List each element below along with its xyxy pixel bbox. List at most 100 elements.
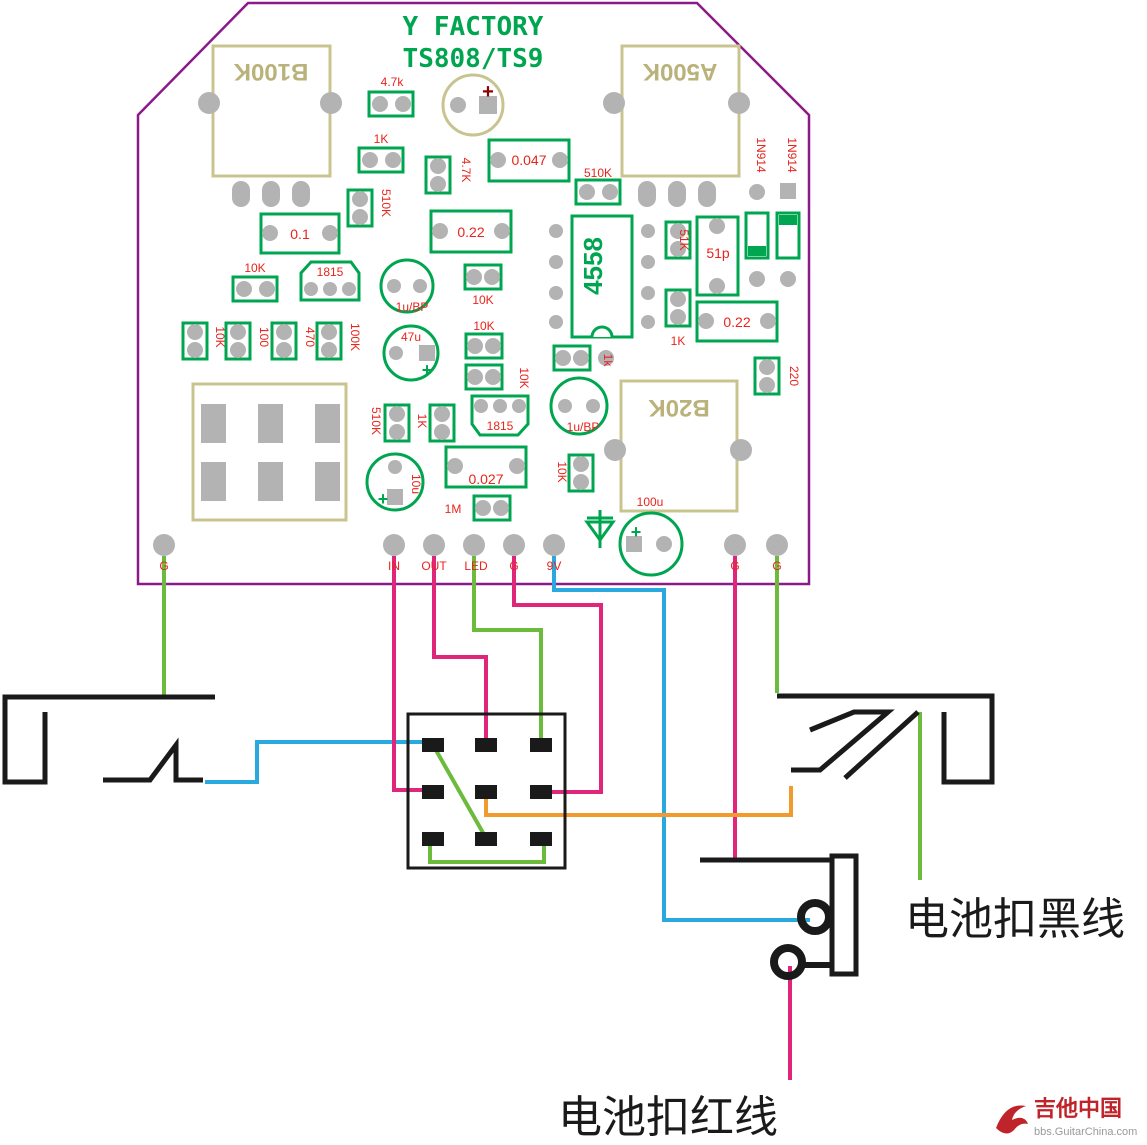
brand-line-2: TS808/TS9 xyxy=(403,44,544,74)
cap-top-electrolytic: + xyxy=(441,73,505,137)
cap-0027-label: 0.027 xyxy=(468,471,503,487)
watermark-brand: 吉他中国 xyxy=(1034,1096,1122,1121)
resistor-10k-a: 10K xyxy=(231,261,279,303)
resistor-510k-c: 510K xyxy=(369,403,411,443)
cap-top-plus: + xyxy=(482,81,494,103)
resistor-510k-a: 510K xyxy=(574,166,622,206)
resistor-51k-label: 51K xyxy=(677,229,691,250)
dc-jack xyxy=(700,853,859,980)
diode-1n914-b: 1N914 xyxy=(775,137,801,287)
transistor-1815-a: 1815 xyxy=(299,260,361,302)
resistor-1k-c: 1k xyxy=(552,344,615,372)
resistor-100k-label: 100K xyxy=(348,323,362,351)
cap-022-b-label: 0.22 xyxy=(723,314,750,330)
cap-51p: 51p xyxy=(695,215,740,297)
resistor-4k7-b-label: 4.7K xyxy=(459,158,473,183)
resistor-1k-c-label: 1k xyxy=(601,354,615,368)
pcb-outline xyxy=(136,1,811,586)
resistor-1k-d-label: 1K xyxy=(415,414,429,429)
wire-pink-g-mid xyxy=(512,556,603,794)
resistor-510k-b: 510K xyxy=(346,188,393,228)
resistor-10k-c-label: 10K xyxy=(213,326,227,347)
resistor-1k-b-label: 1K xyxy=(671,334,686,348)
cap-47u-label: 47u xyxy=(401,330,421,344)
diode-1n914-b-label: 1N914 xyxy=(785,137,799,173)
resistor-100k: 100K xyxy=(315,321,362,361)
wire-pink-in xyxy=(392,556,433,792)
resistor-1k-d: 1K xyxy=(415,403,456,443)
pad-label-g-r2: G xyxy=(772,559,781,573)
resistor-10k-b-label: 10K xyxy=(472,293,493,307)
output-jack xyxy=(777,693,995,785)
cap-0047-label: 0.047 xyxy=(511,152,546,168)
cap-10u-label: 10u xyxy=(409,474,423,494)
resistor-510k-c-label: 510K xyxy=(369,407,383,435)
pot-b20k: B20K xyxy=(604,379,752,513)
cap-1ubp-b: 1u/BP xyxy=(549,376,609,436)
resistor-1m: 1M xyxy=(445,494,512,522)
diode-1n914-a: 1N914 xyxy=(744,137,770,287)
cap-100u-label: 100u xyxy=(637,495,664,509)
diode-protection-symbol xyxy=(584,510,616,548)
resistor-470-label: 470 xyxy=(303,327,317,347)
cap-10u-plus: + xyxy=(378,489,389,509)
pot-b20k-label: B20K xyxy=(648,394,710,421)
wire-pink-out xyxy=(432,556,488,745)
resistor-100: 100 xyxy=(224,321,271,361)
ic-4558-label: 4558 xyxy=(578,237,608,295)
wire-blue-9v xyxy=(552,556,810,922)
pad-label-g-r1: G xyxy=(730,559,739,573)
resistor-10k-e-label: 10K xyxy=(517,367,531,388)
cap-022-a-label: 0.22 xyxy=(457,224,484,240)
transistor-1815-a-label: 1815 xyxy=(317,265,344,279)
resistor-10k-c: 10K xyxy=(181,321,227,361)
cap-01-label: 0.1 xyxy=(290,226,310,242)
wire-green-bottom xyxy=(428,840,546,864)
cap-47u: 47u + xyxy=(382,324,440,382)
io-pads xyxy=(153,534,788,556)
pad-label-led: LED xyxy=(464,559,488,573)
watermark-url: bbs.GuitarChina.com xyxy=(1034,1126,1137,1138)
resistor-1k-b: 1K xyxy=(664,288,692,348)
cap-022-b: 0.22 xyxy=(695,300,779,343)
pad-label-g-mid: G xyxy=(509,559,518,573)
resistor-510k-a-label: 510K xyxy=(584,166,612,180)
cap-100u: 100u + xyxy=(618,495,684,577)
switch-footprint xyxy=(191,382,348,522)
resistor-10k-d: 10K xyxy=(464,319,504,360)
pot-pins xyxy=(232,181,716,207)
transistor-1815-b: 1815 xyxy=(470,394,530,437)
cap-022-a: 0.22 xyxy=(429,209,513,254)
pot-b100k-label: B100K xyxy=(233,58,308,85)
resistor-10k-d-label: 10K xyxy=(473,319,494,333)
resistor-10k-e: 10K xyxy=(464,363,531,391)
input-jack xyxy=(2,694,215,785)
resistor-4k7-b: 4.7K xyxy=(424,155,473,195)
wire-blue-jack xyxy=(205,740,430,784)
cap-0047: 0.047 xyxy=(487,138,571,183)
cap-10u: 10u + xyxy=(365,452,425,512)
resistor-510k-b-label: 510K xyxy=(379,189,393,217)
resistor-10k-b: 10K xyxy=(463,263,503,307)
pot-b100k: B100K xyxy=(198,44,342,178)
resistor-220: 220 xyxy=(753,356,801,396)
resistor-1k-a-label: 1K xyxy=(374,132,389,146)
pad-label-g-left: G xyxy=(159,559,168,573)
cap-47u-plus: + xyxy=(422,360,433,380)
diode-1n914-a-label: 1N914 xyxy=(754,137,768,173)
cap-1ubp-a-label: 1u/BP xyxy=(396,300,429,314)
battery-red-wire-label: 电池扣红线 xyxy=(558,1093,778,1142)
guitar-logo-icon xyxy=(996,1105,1028,1134)
cap-0027: 0.027 xyxy=(444,445,528,489)
pad-label-in: IN xyxy=(388,559,400,573)
resistor-10k-a-label: 10K xyxy=(244,261,265,275)
ic-4558: 4558 xyxy=(549,214,655,339)
resistor-1k-a: 1K xyxy=(357,132,405,174)
cap-1ubp-b-label: 1u/BP xyxy=(567,420,600,434)
pad-label-out: OUT xyxy=(421,559,447,573)
resistor-470: 470 xyxy=(270,321,317,361)
cap-100u-plus: + xyxy=(631,522,642,542)
watermark: 吉他中国 bbs.GuitarChina.com xyxy=(996,1096,1137,1138)
resistor-4k7-top-label: 4.7k xyxy=(381,75,405,89)
